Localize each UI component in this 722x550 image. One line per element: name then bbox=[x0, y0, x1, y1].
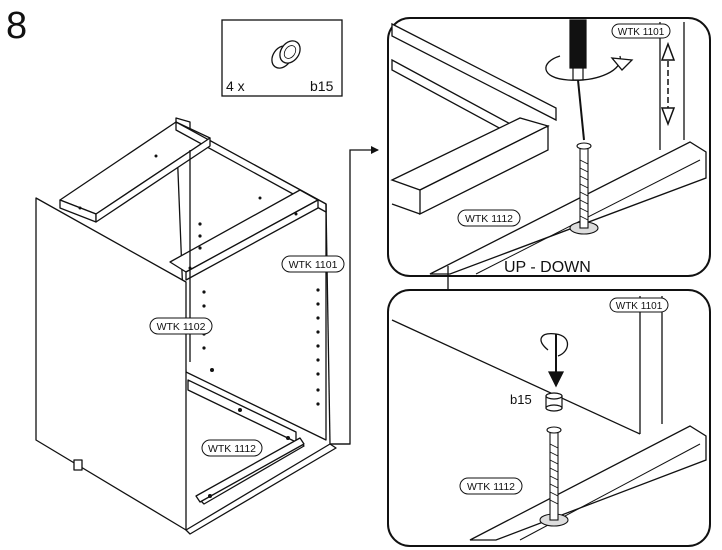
label-panel-bottom: WTK 1101 bbox=[609, 297, 669, 313]
svg-text:WTK 1112: WTK 1112 bbox=[465, 213, 513, 225]
svg-text:WTK 1112: WTK 1112 bbox=[208, 443, 256, 455]
cabinet-main-view bbox=[35, 117, 350, 535]
detail-connector-arrow bbox=[330, 146, 379, 445]
step-number: 8 bbox=[6, 5, 27, 47]
rotate-arrow-icon bbox=[545, 55, 634, 81]
caption-up-down: UP - DOWN bbox=[504, 259, 591, 276]
screwdriver-icon bbox=[569, 19, 587, 141]
detail-panel-bottom: WTK 1101 b15 WTK 1112 bbox=[387, 289, 711, 547]
label-rail: WTK 1112 bbox=[201, 439, 263, 457]
label-back-panel: WTK 1101 bbox=[281, 255, 345, 273]
label-cap-b15: b15 bbox=[510, 392, 532, 407]
label-side-panel: WTK 1102 bbox=[149, 317, 213, 335]
label-rail-bottom: WTK 1112 bbox=[459, 477, 523, 495]
leveling-bolt-bottom-icon bbox=[539, 426, 569, 527]
detail-panel-top: WTK 1101 WTK 1112 UP - DOWN bbox=[387, 17, 711, 277]
label-rail-top: WTK 1112 bbox=[457, 209, 521, 227]
parts-code: b15 bbox=[310, 78, 334, 94]
cabinet-holes bbox=[78, 154, 320, 498]
leveling-bolt-icon bbox=[569, 142, 599, 235]
svg-text:WTK 1101: WTK 1101 bbox=[618, 27, 665, 38]
svg-text:WTK 1101: WTK 1101 bbox=[616, 301, 663, 312]
svg-text:WTK 1112: WTK 1112 bbox=[467, 481, 515, 493]
press-down-arrow-icon bbox=[540, 333, 569, 388]
svg-text:WTK 1101: WTK 1101 bbox=[289, 259, 338, 271]
cap-b15-icon bbox=[271, 40, 301, 69]
svg-text:WTK 1102: WTK 1102 bbox=[157, 321, 206, 333]
cap-b15-detail-icon bbox=[545, 392, 563, 412]
up-down-arrow-icon bbox=[660, 41, 676, 127]
label-panel-top: WTK 1101 bbox=[611, 23, 671, 39]
parts-box: 4 x b15 bbox=[221, 19, 343, 97]
parts-quantity: 4 x bbox=[226, 78, 245, 94]
